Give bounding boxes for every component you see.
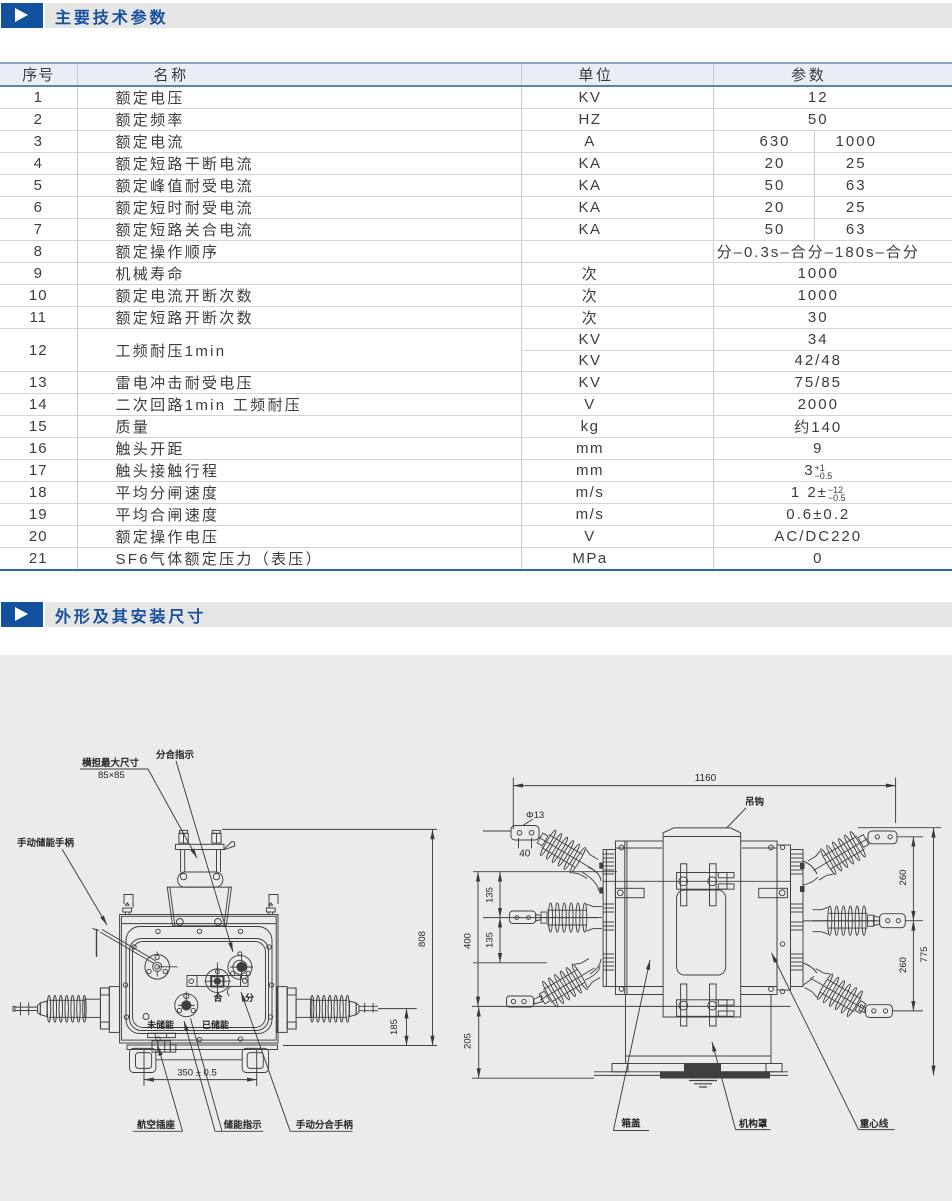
svg-text:1160: 1160 (695, 773, 717, 784)
svg-text:260: 260 (898, 870, 909, 886)
svg-text:横担最大尺寸: 横担最大尺寸 (82, 757, 140, 769)
svg-text:已储能: 已储能 (202, 1019, 229, 1030)
svg-text:135: 135 (485, 932, 496, 948)
svg-text:260: 260 (898, 957, 909, 973)
svg-text:775: 775 (919, 947, 930, 963)
svg-text:机构罩: 机构罩 (739, 1118, 768, 1130)
svg-text:40: 40 (519, 849, 531, 860)
svg-text:205: 205 (463, 1033, 474, 1049)
svg-text:350 ± 0.5: 350 ± 0.5 (177, 1068, 217, 1079)
svg-text:400: 400 (463, 933, 474, 949)
svg-text:135: 135 (485, 887, 496, 903)
svg-text:箱盖: 箱盖 (621, 1118, 642, 1130)
svg-text:808: 808 (417, 931, 428, 947)
svg-text:航空插座: 航空插座 (137, 1119, 176, 1131)
svg-text:储能指示: 储能指示 (224, 1119, 263, 1131)
svg-text:吊钩: 吊钩 (745, 796, 765, 808)
svg-text:85×85: 85×85 (98, 770, 125, 781)
svg-text:分: 分 (245, 992, 254, 1003)
svg-text:手动分合手柄: 手动分合手柄 (296, 1119, 354, 1131)
svg-text:未储能: 未储能 (146, 1019, 174, 1030)
svg-text:手动储能手柄: 手动储能手柄 (17, 837, 75, 849)
svg-text:重心线: 重心线 (860, 1118, 889, 1130)
svg-text:185: 185 (389, 1019, 400, 1035)
svg-text:分合指示: 分合指示 (156, 749, 195, 761)
svg-text:Φ13: Φ13 (526, 810, 544, 821)
svg-text:合: 合 (214, 992, 224, 1003)
